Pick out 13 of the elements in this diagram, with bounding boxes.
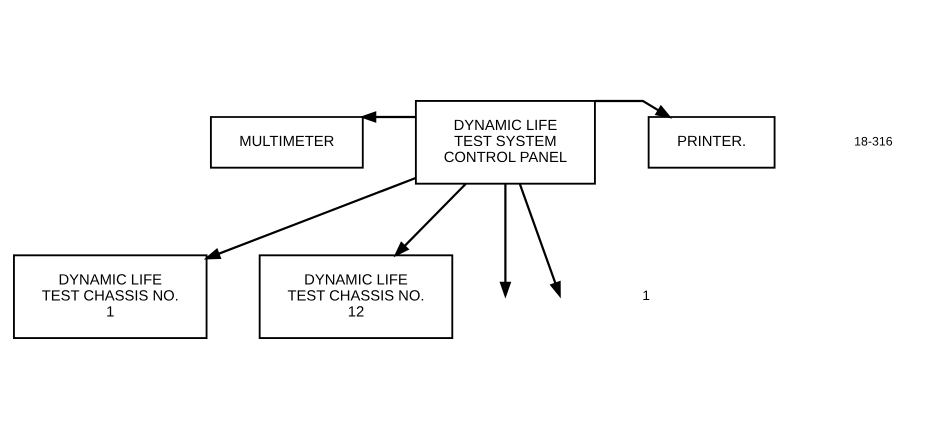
- arrow: [518, 184, 560, 298]
- label: 1: [642, 288, 650, 304]
- arrow: [499, 184, 511, 299]
- node-box: DYNAMIC LIFE TEST CHASSIS NO. 1: [12, 254, 207, 339]
- node-box: MULTIMETER: [209, 116, 364, 169]
- node-box: PRINTER.: [647, 116, 775, 169]
- label: 18-316: [854, 134, 892, 148]
- arrow: [392, 183, 466, 258]
- arrow: [594, 100, 672, 119]
- arrow: [203, 176, 416, 260]
- node-box: DYNAMIC LIFE TEST CHASSIS NO. 12: [258, 254, 453, 339]
- arrow: [358, 111, 416, 123]
- node-box: DYNAMIC LIFE TEST SYSTEM CONTROL PANEL: [414, 100, 596, 185]
